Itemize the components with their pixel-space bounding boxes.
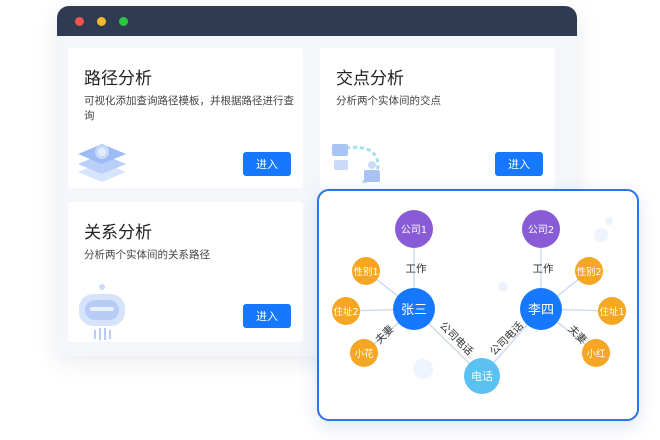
node-company2[interactable]: 公司2 (522, 210, 560, 248)
svg-text:小红: 小红 (586, 348, 606, 360)
intersection-analysis-card: 交点分析 分析两个实体间的交点 进入 (320, 48, 555, 188)
svg-text:住址1: 住址1 (599, 306, 624, 318)
card-description: 可视化添加查询路径模板，并根据路径进行查询 (84, 95, 294, 122)
node-xiaohong[interactable]: 小红 (582, 339, 610, 367)
edge-label-work: 工作 (406, 263, 427, 275)
decor-bubble (605, 217, 613, 225)
path-analysis-enter-button[interactable]: 进入 (243, 152, 291, 176)
close-window-dot[interactable] (75, 16, 84, 26)
edge-label-company-phone: 公司电话 (487, 319, 526, 358)
edge-label-company-phone: 公司电话 (437, 319, 476, 358)
path-analysis-card: 路径分析 可视化添加查询路径模板，并根据路径进行查询 进入 (68, 48, 303, 188)
node-gender2[interactable]: 性别2 (575, 257, 603, 285)
svg-text:小花: 小花 (354, 348, 374, 360)
intersection-analysis-enter-button[interactable]: 进入 (495, 152, 543, 176)
svg-text:性别1: 性别1 (353, 266, 378, 278)
svg-text:电话: 电话 (471, 370, 493, 383)
svg-text:张三: 张三 (401, 303, 427, 318)
relationship-analysis-enter-button[interactable]: 进入 (243, 304, 291, 328)
decor-bubble (498, 282, 508, 292)
window-titlebar (57, 6, 577, 36)
edge-label-work: 工作 (533, 263, 554, 275)
relationship-graph: 工作 工作 夫妻 夫妻 公司电话 公司电话 公司1 公司2 性别1 住址 (332, 210, 626, 394)
svg-text:公司1: 公司1 (401, 225, 427, 236)
node-zhangsan[interactable]: 张三 (393, 288, 435, 330)
decor-bubble (413, 359, 433, 379)
node-gender1[interactable]: 性别1 (352, 257, 380, 285)
node-address2[interactable]: 住址2 (332, 297, 360, 325)
card-title: 交点分析 (336, 69, 404, 89)
svg-text:李四: 李四 (528, 303, 554, 318)
svg-text:公司2: 公司2 (528, 225, 554, 236)
node-phone[interactable]: 电话 (464, 358, 500, 394)
card-description: 分析两个实体间的交点 (336, 95, 441, 107)
card-description: 分析两个实体间的关系路径 (84, 249, 210, 261)
node-lisi[interactable]: 李四 (520, 288, 562, 330)
node-xiaohua[interactable]: 小花 (350, 339, 378, 367)
exchange-illustration-icon (332, 144, 380, 184)
minimize-window-dot[interactable] (97, 16, 106, 26)
node-company1[interactable]: 公司1 (395, 210, 433, 248)
relationship-analysis-card: 关系分析 分析两个实体间的关系路径 进入 (68, 202, 303, 342)
app-window: 路径分析 可视化添加查询路径模板，并根据路径进行查询 进入 交点分析 分析两个实… (57, 6, 577, 356)
card-title: 关系分析 (84, 223, 152, 243)
robot-illustration-icon (79, 284, 125, 340)
svg-text:性别2: 性别2 (576, 266, 601, 278)
maximize-window-dot[interactable] (119, 16, 128, 26)
node-address1[interactable]: 住址1 (598, 297, 626, 325)
svg-text:住址2: 住址2 (333, 306, 358, 318)
layers-illustration-icon (78, 144, 126, 182)
edge-label-spouse: 夫妻 (565, 323, 589, 347)
decor-bubble (594, 228, 608, 242)
card-title: 路径分析 (84, 69, 152, 89)
relationship-graph-panel: 工作 工作 夫妻 夫妻 公司电话 公司电话 公司1 公司2 性别1 住址 (317, 189, 639, 421)
